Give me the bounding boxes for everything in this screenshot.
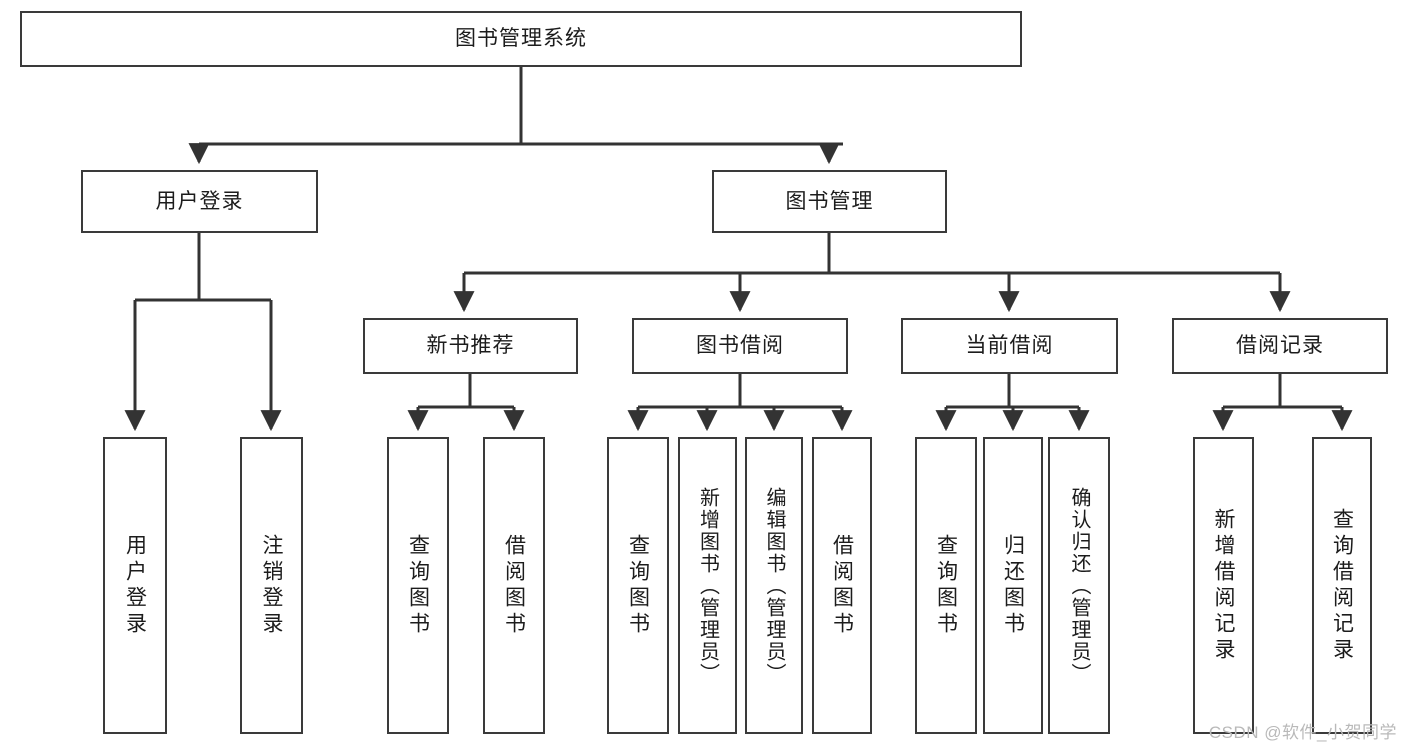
leaf-label: 编辑图书（管理员）: [763, 486, 785, 685]
node-book-borrow[interactable]: 图书借阅: [632, 318, 848, 374]
leaf-node[interactable]: 查询图书: [387, 437, 449, 734]
leaf-node[interactable]: 查询图书: [915, 437, 977, 734]
node-user-login[interactable]: 用户登录: [81, 170, 318, 233]
leaf-node[interactable]: 新增图书（管理员）: [678, 437, 737, 734]
node-l3-2-label: 当前借阅: [965, 334, 1054, 358]
node-l3-1-label: 图书借阅: [696, 334, 784, 358]
node-current-borrow[interactable]: 当前借阅: [901, 318, 1118, 374]
leaf-node[interactable]: 查询图书: [607, 437, 669, 734]
leaf-label: 新增借阅记录: [1212, 507, 1235, 664]
leaf-node[interactable]: 查询借阅记录: [1312, 437, 1372, 734]
leaf-label: 归还图书: [1001, 533, 1025, 638]
leaf-label: 用户登录: [123, 533, 147, 638]
leaf-label: 借阅图书: [830, 533, 854, 638]
leaf-node[interactable]: 注销登录: [240, 437, 303, 734]
node-root-label: 图书管理系统: [455, 27, 587, 51]
leaf-label: 确认归还（管理员）: [1068, 486, 1090, 685]
node-book-management[interactable]: 图书管理: [712, 170, 947, 233]
leaf-label: 查询图书: [626, 533, 650, 638]
node-l3-3-label: 借阅记录: [1236, 334, 1324, 358]
leaf-node[interactable]: 新增借阅记录: [1193, 437, 1254, 734]
node-l3-0-label: 新书推荐: [426, 334, 515, 358]
leaf-node[interactable]: 编辑图书（管理员）: [745, 437, 803, 734]
leaf-node[interactable]: 归还图书: [983, 437, 1043, 734]
leaf-node[interactable]: 用户登录: [103, 437, 167, 734]
node-l2-1-label: 图书管理: [785, 189, 874, 213]
leaf-node[interactable]: 借阅图书: [812, 437, 872, 734]
leaf-node[interactable]: 借阅图书: [483, 437, 545, 734]
node-new-book-recommend[interactable]: 新书推荐: [363, 318, 578, 374]
node-borrow-record[interactable]: 借阅记录: [1172, 318, 1388, 374]
edges: [124, 67, 1353, 432]
leaf-label: 查询图书: [934, 533, 958, 638]
leaf-label: 新增图书（管理员）: [696, 486, 719, 685]
leaf-label: 查询借阅记录: [1330, 507, 1354, 664]
leaf-node[interactable]: 确认归还（管理员）: [1048, 437, 1110, 734]
leaf-label: 查询图书: [406, 533, 430, 638]
node-l2-0-label: 用户登录: [155, 189, 244, 213]
node-root-system[interactable]: 图书管理系统: [20, 11, 1022, 67]
leaf-label: 注销登录: [260, 533, 283, 638]
leaf-label: 借阅图书: [502, 533, 526, 638]
